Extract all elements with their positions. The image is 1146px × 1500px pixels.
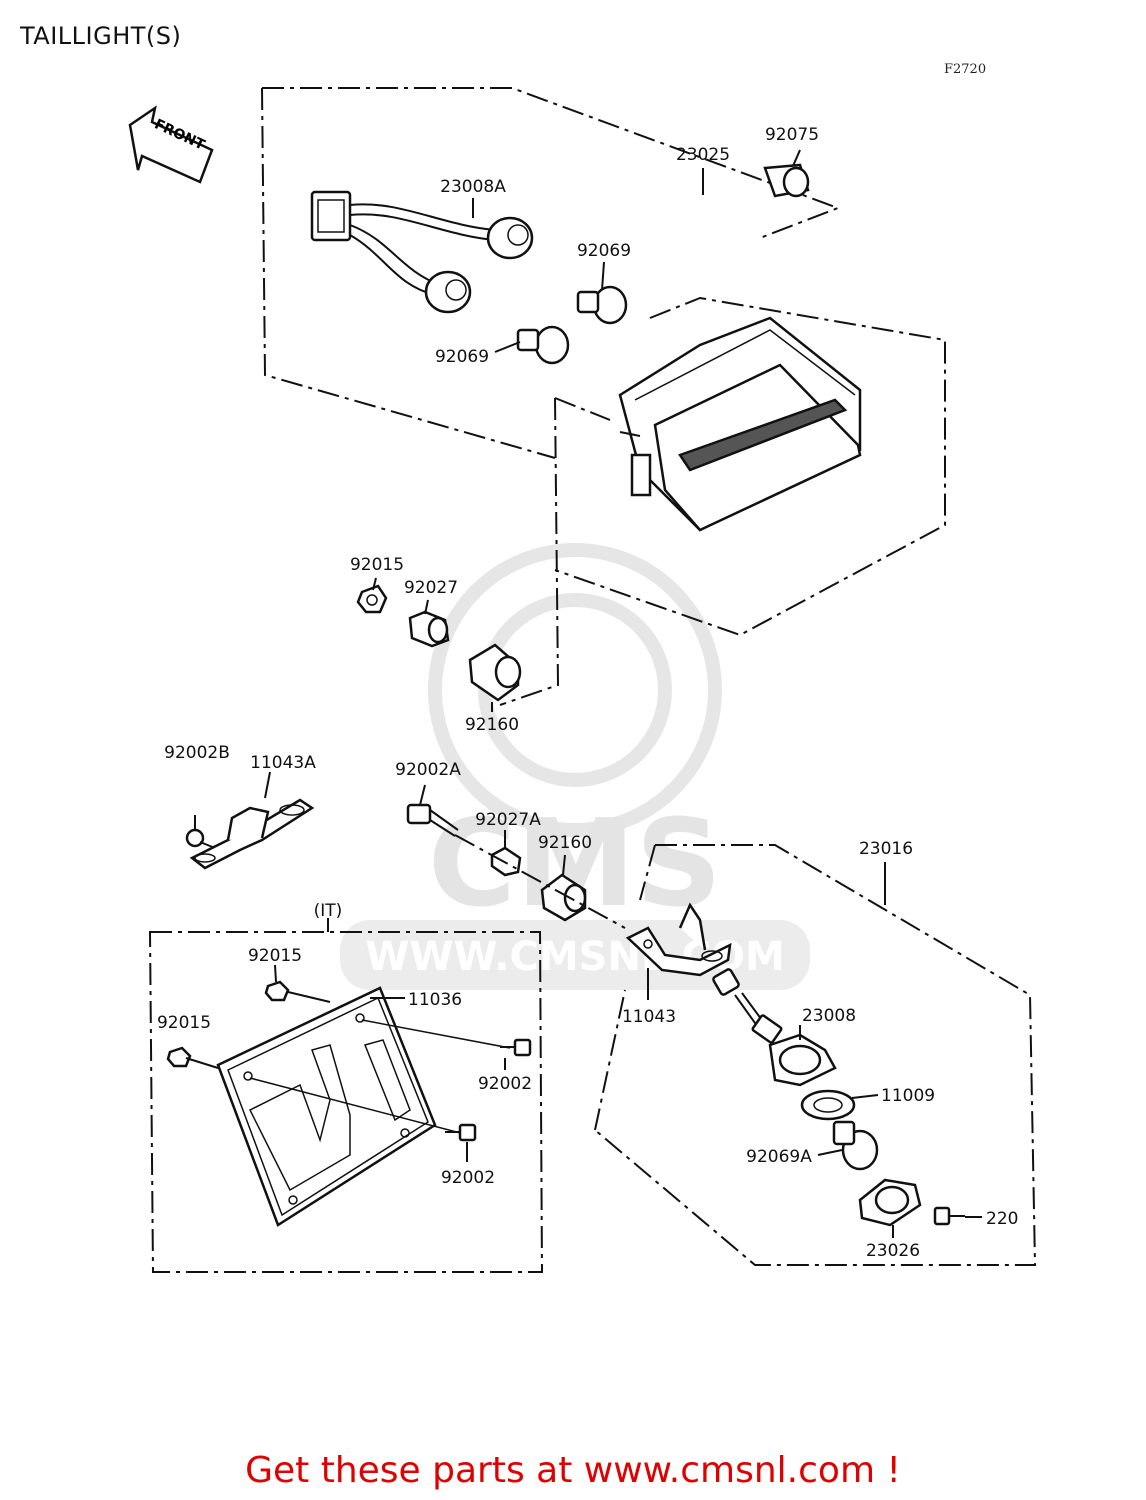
- label-92160-mid: 92160: [538, 833, 592, 853]
- grommet-92160-mid: [540, 854, 587, 922]
- bulb-92069A: [817, 1120, 879, 1171]
- label-92002B: 92002B: [164, 743, 230, 763]
- bracket-11043: [625, 902, 732, 1000]
- license-plate-holder-11036: [216, 986, 511, 1227]
- label-92015-top: 92015: [350, 555, 404, 575]
- label-92075: 92075: [765, 125, 819, 145]
- label-92027: 92027: [404, 578, 458, 598]
- label-220: 220: [986, 1209, 1018, 1229]
- collar-92027: [408, 599, 450, 648]
- page-title: TAILLIGHT(S): [20, 22, 182, 50]
- gasket-11009: [800, 1089, 879, 1121]
- bulb-92069-lower: [494, 325, 570, 365]
- label-11036: 11036: [408, 990, 462, 1010]
- lens-23026: [858, 1178, 922, 1238]
- label-23026: 23026: [866, 1241, 920, 1261]
- bulb-socket-92075: [763, 149, 810, 198]
- label-92069-upper: 92069: [577, 241, 631, 261]
- collar-92027A: [490, 830, 522, 877]
- grommet-92160-top: [468, 643, 522, 712]
- bolt-92002B: [185, 815, 216, 849]
- label-11043: 11043: [622, 1007, 676, 1027]
- bracket-11043A: [189, 771, 315, 870]
- nut-92015-top: [356, 577, 388, 614]
- promo-banner: Get these parts at www.cmsnl.com !: [245, 1450, 901, 1491]
- label-23016: 23016: [859, 839, 913, 859]
- bulb-92069-upper: [576, 261, 628, 325]
- nut-92015-b: [166, 1046, 219, 1069]
- screw-220: [933, 1206, 982, 1226]
- screw-92002-a: [500, 1038, 532, 1070]
- label-92069A: 92069A: [746, 1147, 812, 1167]
- label-92015-b: 92015: [157, 1013, 211, 1033]
- label-it: (IT): [314, 901, 343, 921]
- label-23025: 23025: [676, 145, 730, 165]
- label-92002-a: 92002: [478, 1074, 532, 1094]
- label-92160-top: 92160: [465, 715, 519, 735]
- label-23008: 23008: [802, 1006, 856, 1026]
- taillight-assembly-frame: [261, 87, 946, 706]
- label-92015-a: 92015: [248, 946, 302, 966]
- lamp-socket-23008: [712, 968, 837, 1087]
- label-92002-b: 92002: [441, 1168, 495, 1188]
- label-92069-lower: 92069: [435, 347, 489, 367]
- front-arrow-icon: FRONT: [128, 105, 214, 184]
- wiring-harness-23008A: [310, 190, 534, 314]
- alignment-line: [454, 834, 626, 929]
- screw-92002-b: [445, 1123, 477, 1162]
- taillight-housing: [618, 168, 862, 532]
- it-plate-frame: [148, 918, 544, 1273]
- label-92027A: 92027A: [475, 810, 541, 830]
- label-92002A: 92002A: [395, 760, 461, 780]
- label-11043A: 11043A: [250, 753, 316, 773]
- label-23008A: 23008A: [440, 177, 506, 197]
- nut-92015-a: [264, 964, 331, 1003]
- license-lamp-assembly-frame: [594, 844, 1037, 1266]
- label-11009: 11009: [881, 1086, 935, 1106]
- bolt-92002A: [406, 784, 459, 837]
- figure-code: F2720: [944, 62, 987, 77]
